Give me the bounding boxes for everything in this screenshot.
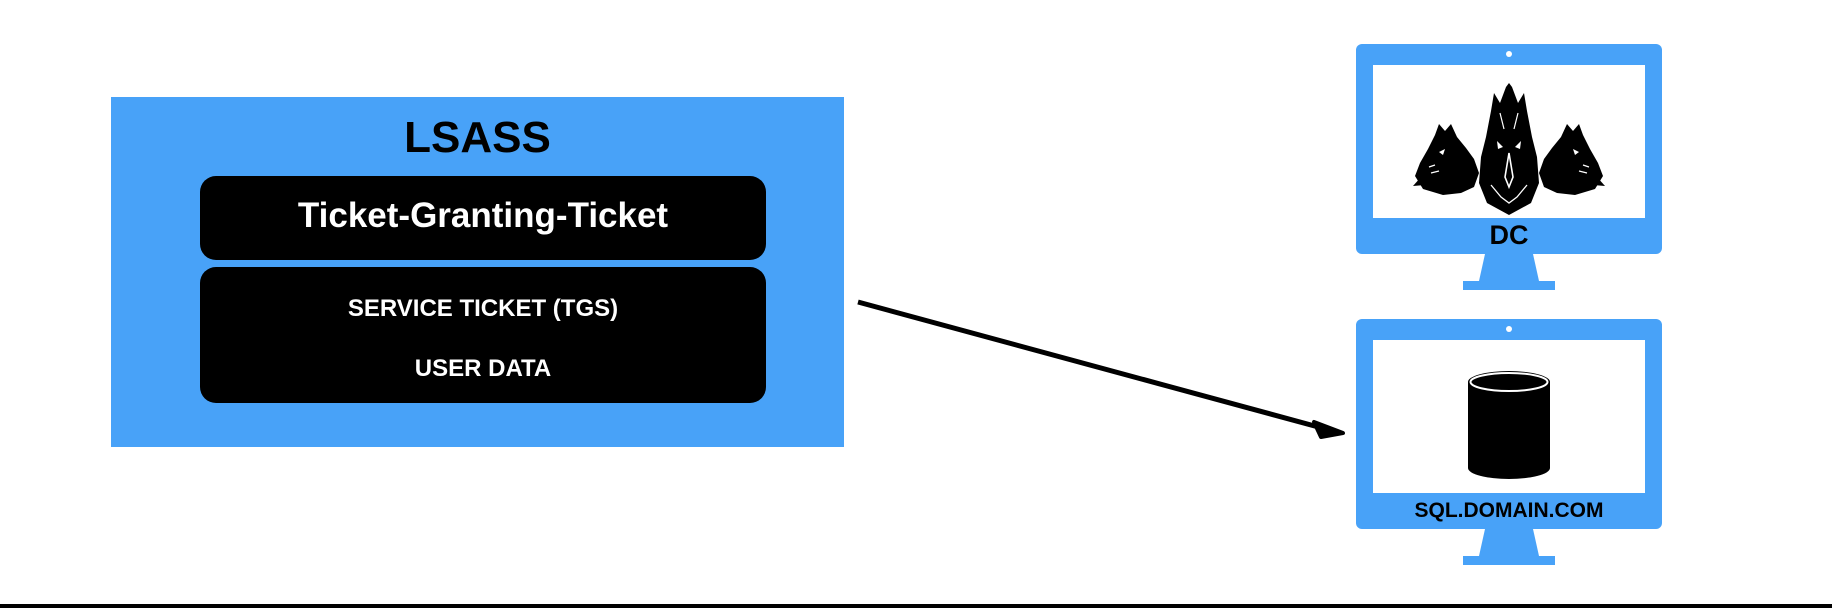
dc-monitor: DC bbox=[1356, 44, 1662, 294]
arrow-line bbox=[857, 299, 1323, 431]
monitor-frame: DC bbox=[1356, 44, 1662, 254]
user-data-label: USER DATA bbox=[414, 355, 552, 382]
monitor-screen bbox=[1373, 65, 1645, 218]
monitor-screen bbox=[1373, 340, 1645, 493]
tgt-box: Ticket-Granting-Ticket bbox=[200, 176, 766, 260]
lsass-title: LSASS bbox=[404, 113, 551, 162]
tgt-label: Ticket-Granting-Ticket bbox=[297, 196, 669, 235]
arrow-head bbox=[1312, 420, 1345, 439]
service-ticket-box: SERVICE TICKET (TGS) USER DATA bbox=[200, 267, 766, 403]
monitor-stand bbox=[1463, 529, 1555, 565]
bottom-border bbox=[0, 604, 1832, 608]
camera-dot bbox=[1506, 326, 1512, 332]
monitor-frame: SQL.DOMAIN.COM bbox=[1356, 319, 1662, 529]
database-cylinder-icon bbox=[1468, 371, 1550, 479]
lsass-panel: LSASS Ticket-Granting-Ticket SERVICE TIC… bbox=[111, 97, 844, 447]
sql-label: SQL.DOMAIN.COM bbox=[1414, 499, 1604, 522]
service-ticket-label: SERVICE TICKET (TGS) bbox=[347, 295, 619, 322]
monitor-stand bbox=[1463, 254, 1555, 290]
dc-label: DC bbox=[1489, 220, 1529, 250]
three-wolves-logo-icon bbox=[1413, 83, 1605, 215]
sql-monitor: SQL.DOMAIN.COM bbox=[1356, 319, 1662, 569]
camera-dot bbox=[1506, 51, 1512, 57]
